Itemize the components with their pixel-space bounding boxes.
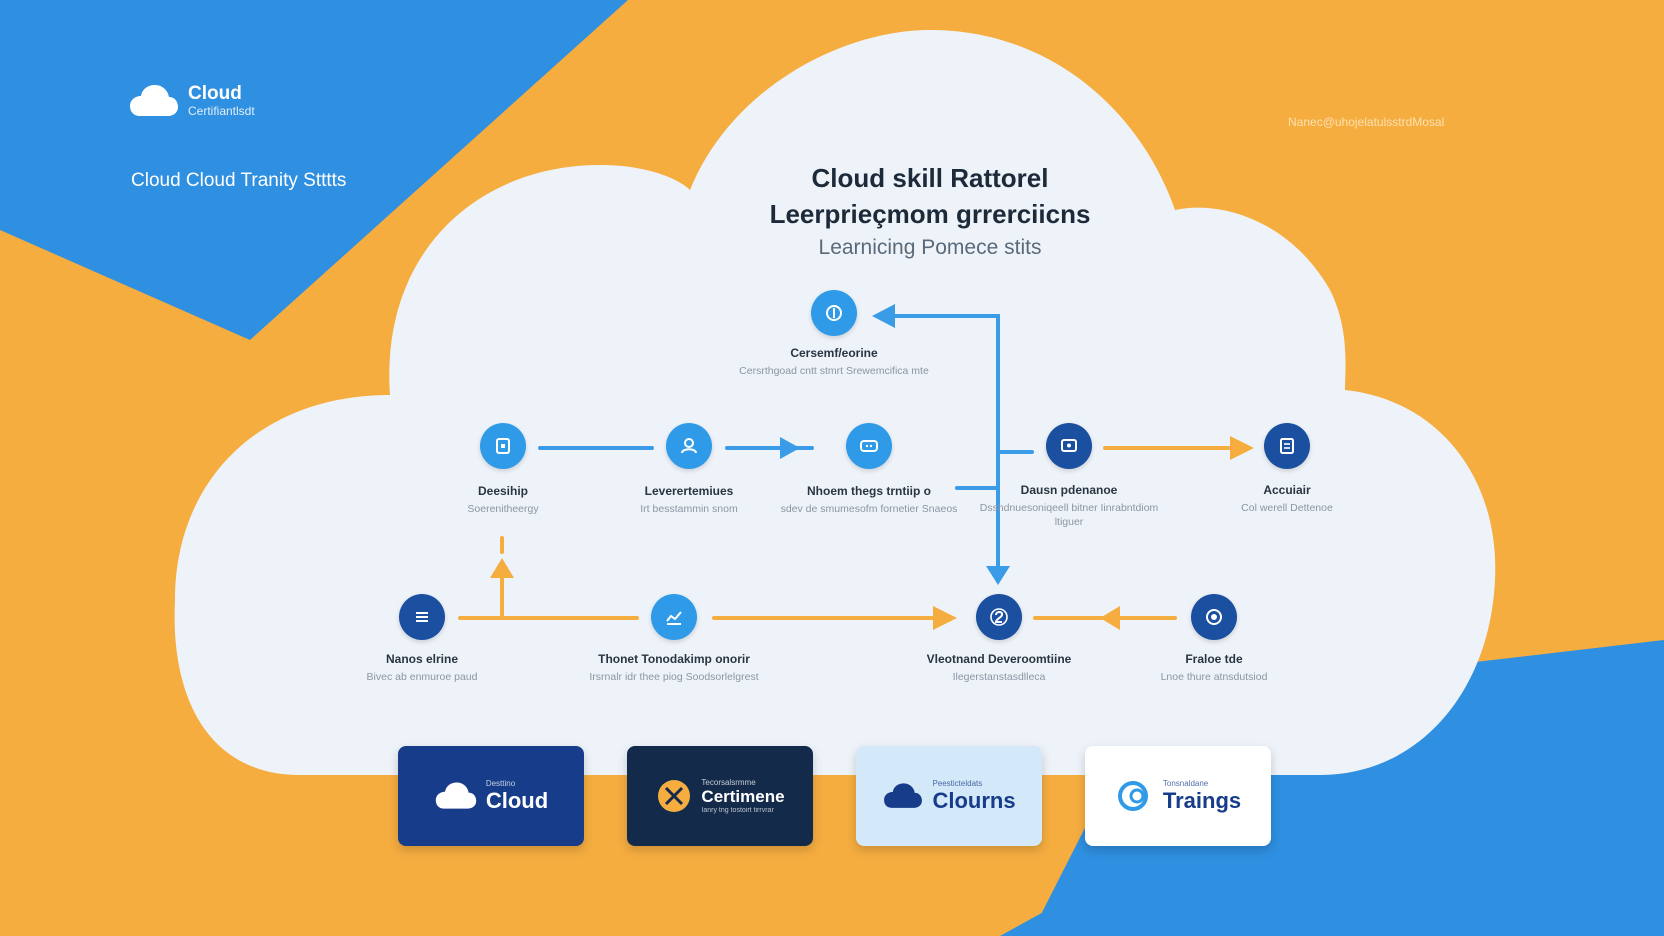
- node-r1e[interactable]: [1264, 423, 1310, 469]
- diagram-title-line2: Leerprieçmom grrerciicns: [769, 199, 1091, 229]
- label-r1c: Nhoem thegs trntiip o sdev de smumesofm …: [769, 484, 969, 516]
- chart-icon: [666, 611, 682, 625]
- node-title: Cersemf/eorine: [790, 346, 878, 360]
- diagram-subtitle: Learnicing Pomece stits: [818, 236, 1042, 259]
- card-title: Certimene: [701, 787, 785, 806]
- node-title: Nhoem thegs trntiip o: [807, 484, 931, 498]
- node-r2a[interactable]: [399, 594, 445, 640]
- brand-logo: Cloud Certifiantlsdt: [128, 82, 255, 120]
- node-desc: Irt besstammin snom: [640, 503, 738, 515]
- label-r1b: Leverertemiues Irt besstammin snom: [589, 484, 789, 516]
- top-right-contact: Nanec@uhojelatulsstrdMosal: [1288, 115, 1445, 129]
- diagram-title-line1: Cloud skill Rattorel: [811, 163, 1049, 193]
- node-title: Thonet Tonodakimp onorir: [598, 652, 750, 666]
- label-r1e: Accuiair Col werell Dettenoe: [1187, 483, 1387, 515]
- label-r1a: Deesihip Soerenitheergy: [403, 484, 603, 516]
- node-r1a[interactable]: [480, 423, 526, 469]
- node-desc: Lnoe thure atnsdutsiod: [1160, 671, 1268, 683]
- node-title: Accuiair: [1263, 483, 1311, 497]
- label-r2d: Fraloe tde Lnoe thure atnsdutsiod: [1114, 652, 1314, 684]
- card-eyebrow: Desttino: [485, 778, 516, 788]
- node-r2c[interactable]: [976, 594, 1022, 640]
- arrowhead-r2-c: [933, 606, 957, 630]
- card-cloud[interactable]: Desttino Cloud: [398, 746, 584, 846]
- label-r2b: Thonet Tonodakimp onorir Irsrnalr idr th…: [574, 652, 774, 684]
- node-desc: Ilegerstanstasdlleca: [952, 671, 1046, 683]
- node-title: Deesihip: [477, 484, 528, 498]
- label-r1d: Dausn pdenanoe Dsshdnuesoniqeell bitner …: [969, 483, 1169, 529]
- node-desc: Dsshdnuesoniqeell bitner Iinrabntdiom lt…: [979, 502, 1159, 529]
- node-desc: sdev de smumesofm fornetier Snaeos: [780, 503, 958, 515]
- compass-icon: [658, 780, 691, 812]
- list-icon: [416, 612, 428, 622]
- node-top[interactable]: [811, 290, 857, 336]
- label-top: Cersemf/eorine Cersrthgoad cntt stmrt Sr…: [734, 346, 934, 378]
- node-title: Fraloe tde: [1185, 652, 1243, 666]
- arrowhead-r1-b-c: [780, 437, 800, 459]
- chat-icon: [860, 440, 878, 452]
- node-title: Vleotnand Deveroomtiine: [926, 652, 1072, 666]
- arrowhead-r1-e: [1230, 436, 1254, 460]
- document-icon: [496, 438, 510, 454]
- node-r2d[interactable]: [1191, 594, 1237, 640]
- node-r1b[interactable]: [666, 423, 712, 469]
- card-title: Clourns: [932, 787, 1016, 813]
- node-title: Dausn pdenanoe: [1020, 483, 1118, 497]
- cloud-logo-icon: [130, 85, 178, 116]
- step-two-icon: [990, 608, 1008, 626]
- card-clourns[interactable]: Peesticteldats Clourns: [856, 746, 1042, 846]
- cloud-shape: [174, 30, 1496, 775]
- node-desc: Bivec ab enmuroe paud: [366, 671, 478, 683]
- label-r2a: Nanos elrine Bivec ab enmuroe paud: [322, 652, 522, 684]
- node-r1d[interactable]: [1046, 423, 1092, 469]
- card-title: Traings: [1162, 787, 1242, 813]
- arrowhead-down: [986, 566, 1010, 585]
- left-subtitle: Cloud Cloud Tranity Stttts: [131, 170, 347, 191]
- node-desc: Col werell Dettenoe: [1241, 502, 1333, 514]
- card-certimene[interactable]: Tecorsalsrmme Certimene Ianry tng tostoi…: [627, 746, 813, 846]
- brand-name: Cloud: [188, 82, 242, 104]
- label-r2c: Vleotnand Deveroomtiine Ilegerstanstasdl…: [899, 652, 1099, 684]
- brand-tagline: Certifiantlsdt: [188, 103, 255, 118]
- connector-arrows: [458, 304, 1254, 630]
- card-eyebrow: Peesticteldats: [932, 778, 983, 788]
- badge-icon: [826, 305, 842, 321]
- cloud-icon: [435, 782, 477, 809]
- target-icon: [1206, 609, 1222, 625]
- node-desc: Cersrthgoad cntt stmrt Srewemcifica mte: [739, 365, 929, 377]
- arrowhead-up: [490, 558, 514, 578]
- node-title: Nanos elrine: [385, 652, 459, 666]
- card-traings[interactable]: Tonsnaldane Traings: [1085, 746, 1271, 846]
- card-eyebrow: Tonsnaldane: [1162, 778, 1209, 788]
- arrow-vertical-loop: [883, 314, 1000, 582]
- card-title: Cloud: [485, 787, 549, 813]
- user-icon: [681, 438, 697, 454]
- node-r1c[interactable]: [846, 423, 892, 469]
- node-r2b[interactable]: [651, 594, 697, 640]
- arrowhead-top: [872, 304, 895, 328]
- arrowhead-r2-d: [1100, 606, 1120, 630]
- screen-icon: [1061, 439, 1077, 452]
- node-title: Leverertemiues: [644, 484, 734, 498]
- card-caption: Ianry tng tostoirt tirrvrar: [701, 807, 774, 814]
- clipboard-icon: [1280, 438, 1294, 454]
- node-desc: Soerenitheergy: [467, 503, 539, 515]
- cloud-icon: [884, 783, 923, 808]
- card-eyebrow: Tecorsalsrmme: [701, 778, 756, 787]
- refresh-icon: [1117, 781, 1148, 811]
- node-desc: Irsrnalr idr thee piog Soodsorlelgrest: [589, 671, 759, 683]
